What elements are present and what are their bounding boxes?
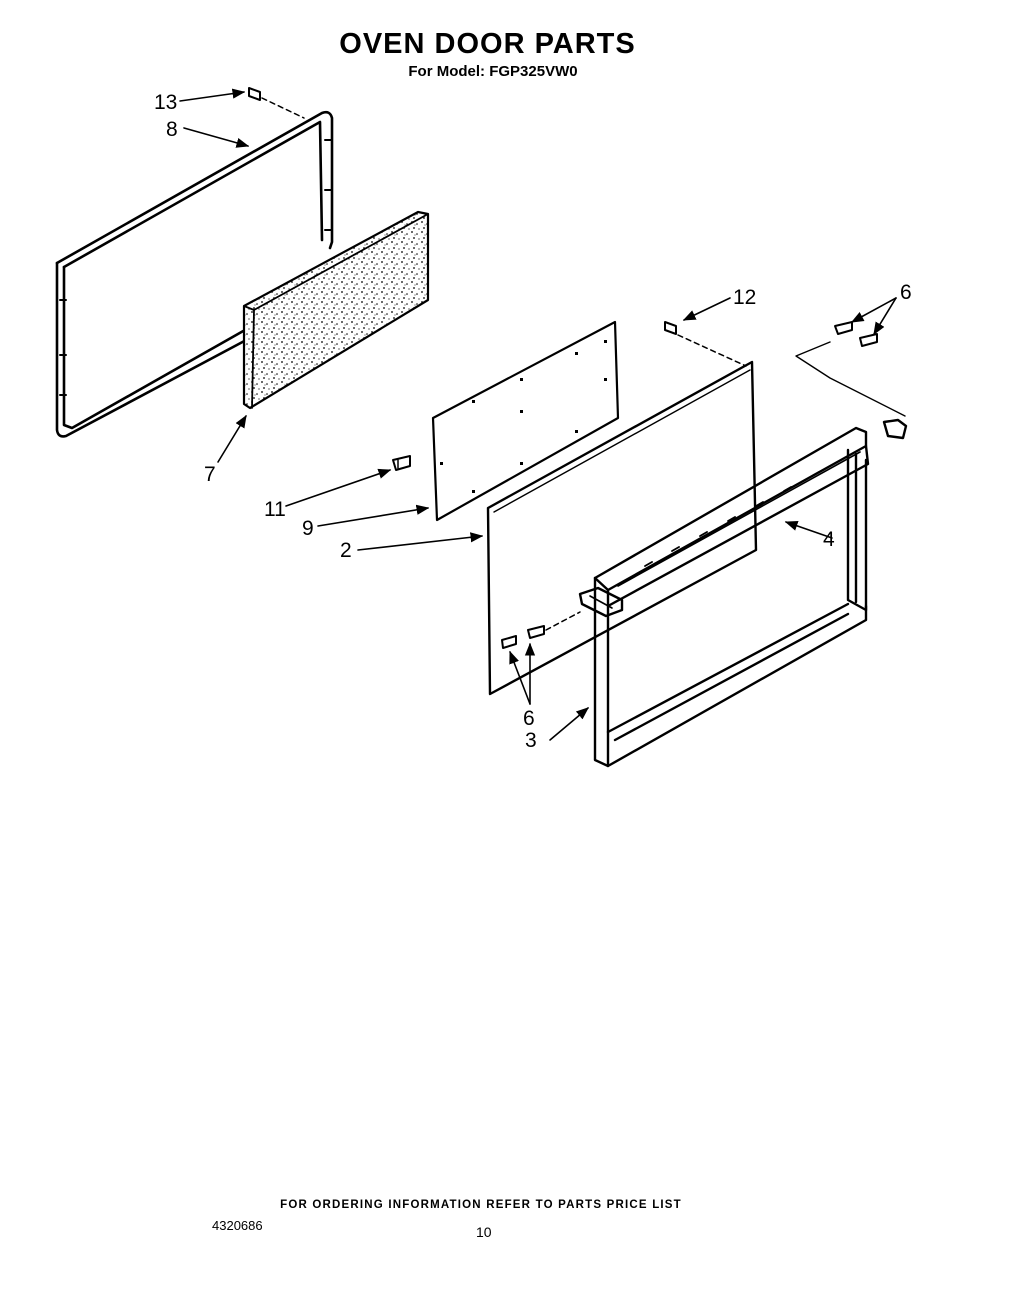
leader-6-top-a	[850, 297, 897, 323]
part-7-insulation	[242, 210, 430, 410]
leader-3	[549, 707, 589, 741]
leader-6-top-b	[873, 297, 897, 336]
callout-13: 13	[154, 91, 177, 114]
part-11-bracket	[392, 455, 411, 471]
callout-7: 7	[204, 463, 216, 486]
callout-8: 8	[166, 118, 178, 141]
part-4-door-frame	[593, 418, 908, 612]
page-number: 10	[476, 1224, 492, 1240]
ordering-note: FOR ORDERING INFORMATION REFER TO PARTS …	[280, 1199, 682, 1211]
leader-arrows	[179, 88, 897, 741]
leader-7	[217, 414, 247, 463]
callout-9: 9	[302, 517, 314, 540]
callout-11: 11	[264, 498, 286, 521]
part-3-outer-frame	[578, 576, 868, 768]
leader-4	[784, 520, 833, 539]
leader-11	[285, 468, 392, 507]
leader-9	[317, 504, 430, 527]
callout-3: 3	[525, 729, 537, 752]
callout-2: 2	[340, 539, 352, 562]
callout-labels: 13 8 7 11 9 2 12 6 4 6 3	[154, 91, 912, 752]
part-9-inner-panel	[431, 320, 620, 522]
callout-4: 4	[823, 528, 835, 551]
leader-12	[682, 297, 731, 321]
part-6-screws-bottom	[501, 611, 581, 649]
part-13-clip	[248, 87, 305, 119]
part-6-screws-top	[795, 321, 906, 417]
callout-12: 12	[733, 286, 756, 309]
leader-6-bottom-a	[509, 650, 531, 705]
callout-6-bottom: 6	[523, 707, 535, 730]
leader-13	[179, 88, 246, 102]
model-subtitle: For Model: FGP325VW0	[408, 63, 578, 80]
document-number: 4320686	[212, 1218, 263, 1233]
leader-8	[183, 127, 250, 148]
callout-6-top: 6	[900, 281, 912, 304]
page-title: OVEN DOOR PARTS	[339, 28, 636, 60]
part-2-door-glass	[486, 360, 758, 696]
leader-2	[357, 532, 484, 551]
part-8-door-gasket	[55, 110, 334, 438]
part-12-clip	[664, 321, 747, 367]
